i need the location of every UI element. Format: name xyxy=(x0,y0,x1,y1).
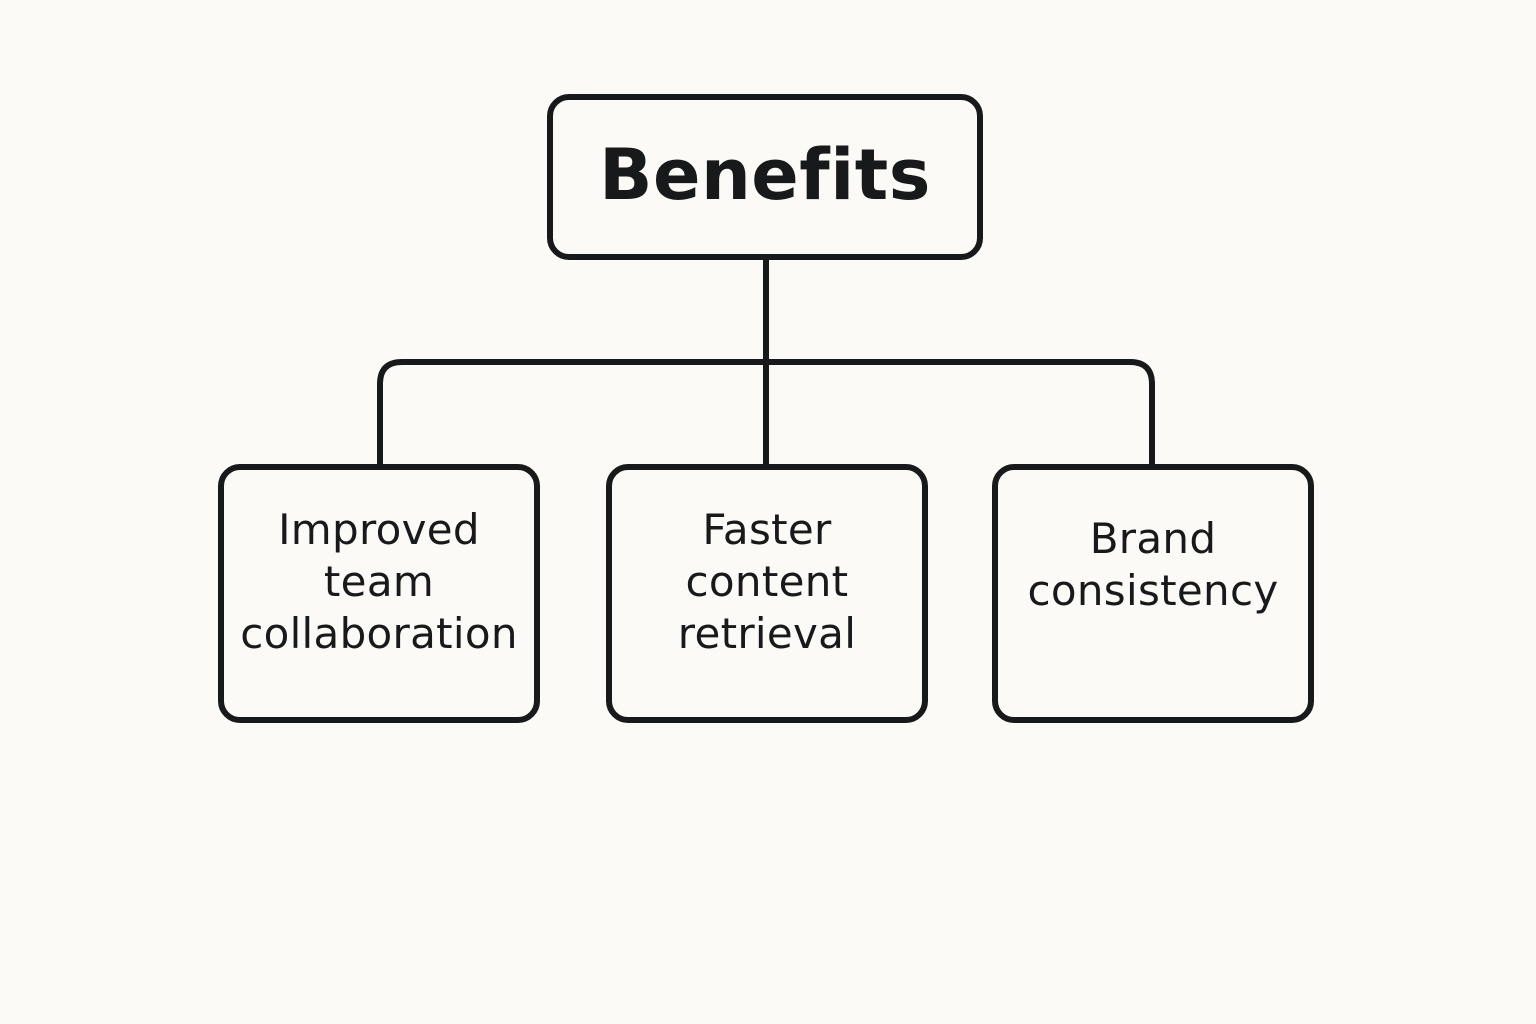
root-node: Benefits xyxy=(547,94,983,260)
root-label: Benefits xyxy=(599,134,931,216)
child-node-faster-content-retrieval: Faster content retrieval xyxy=(606,464,928,723)
connector-right-branch xyxy=(763,359,1155,467)
child-node-brand-consistency: Brand consistency xyxy=(992,464,1314,723)
child-label: Faster content retrieval xyxy=(677,504,857,658)
child-label: Improved team collaboration xyxy=(240,504,518,658)
child-label: Brand consistency xyxy=(1027,513,1279,615)
connector-left-branch xyxy=(377,359,769,467)
child-node-improved-team-collaboration: Improved team collaboration xyxy=(218,464,540,723)
